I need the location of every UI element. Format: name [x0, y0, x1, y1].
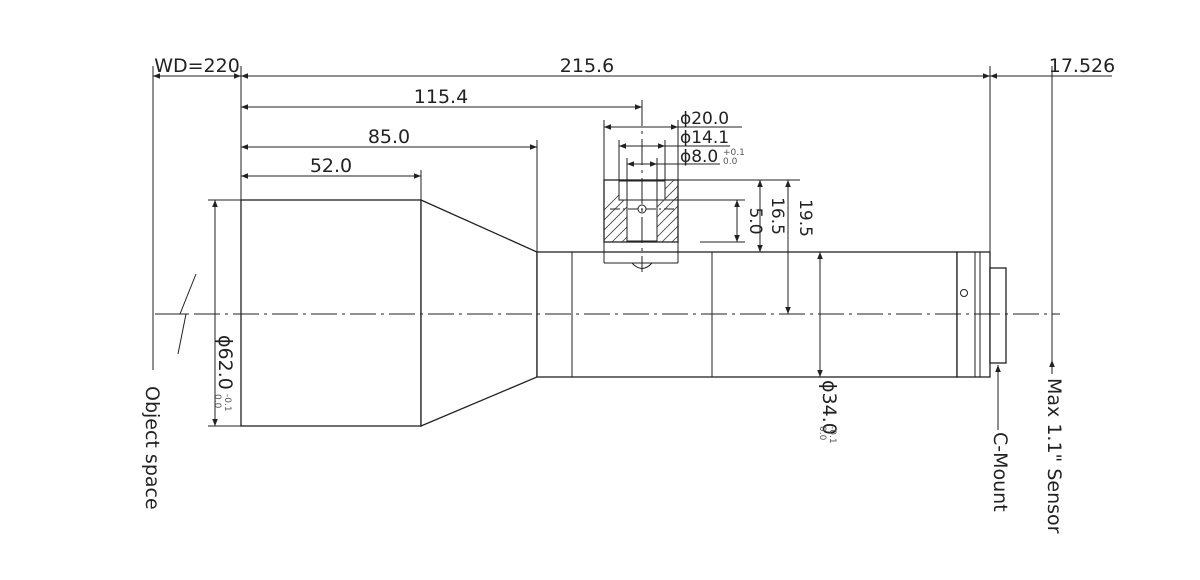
dim-working-distance: WD=220: [154, 55, 240, 77]
tol-dia-34-lower: -0.1: [827, 426, 837, 444]
body-diameters: ϕ62.0 0.0 -0.1 ϕ34.0 0.0 -0.1: [208, 199, 840, 444]
front-barrel: [240, 199, 422, 427]
taper-section: [420, 198, 538, 427]
dim-flange-distance: 17.526: [1049, 55, 1115, 77]
dim-115: 115.4: [414, 86, 468, 108]
screw-icon: [960, 289, 968, 297]
dim-dia-20: ϕ20.0: [680, 109, 729, 129]
dim-dia-14: ϕ14.1: [680, 128, 729, 148]
mount-block: [603, 100, 679, 272]
tol-dia-34-upper: 0.0: [817, 426, 827, 441]
hole-dimensions: ϕ20.0 ϕ14.1 ϕ8.0 +0.1 0.0: [603, 109, 745, 200]
dim-52: 52.0: [310, 155, 352, 177]
dim-85: 85.0: [368, 126, 410, 148]
c-mount-thread: [989, 267, 1007, 364]
dim-dia-34: ϕ34.0: [818, 380, 840, 435]
height-dimensions: 5.0 16.5 19.5: [665, 179, 815, 314]
tol-dia-62-lower: -0.1: [222, 394, 232, 412]
dim-height-19: 19.5: [795, 199, 815, 237]
dim-height-5: 5.0: [745, 207, 765, 234]
tol-dia-62-upper: 0.0: [212, 394, 222, 409]
tol-dia-8-lower: 0.0: [723, 157, 738, 167]
dim-height-16: 16.5: [767, 197, 787, 235]
top-dimensions: WD=220 215.6 17.526 115.4 85.0 52.0: [153, 55, 1115, 179]
tol-dia-8-upper: +0.1: [723, 148, 745, 158]
label-object-space: Object space: [141, 386, 163, 510]
leader-labels: Object space C-Mount Max 1.1" Sensor: [141, 360, 1065, 534]
dim-total-length: 215.6: [560, 55, 614, 77]
break-symbol: [177, 273, 197, 355]
label-sensor: Max 1.1" Sensor: [1043, 378, 1065, 534]
dim-dia-62: ϕ62.0: [214, 335, 236, 390]
label-c-mount: C-Mount: [989, 432, 1011, 512]
dim-dia-8: ϕ8.0: [680, 147, 718, 167]
